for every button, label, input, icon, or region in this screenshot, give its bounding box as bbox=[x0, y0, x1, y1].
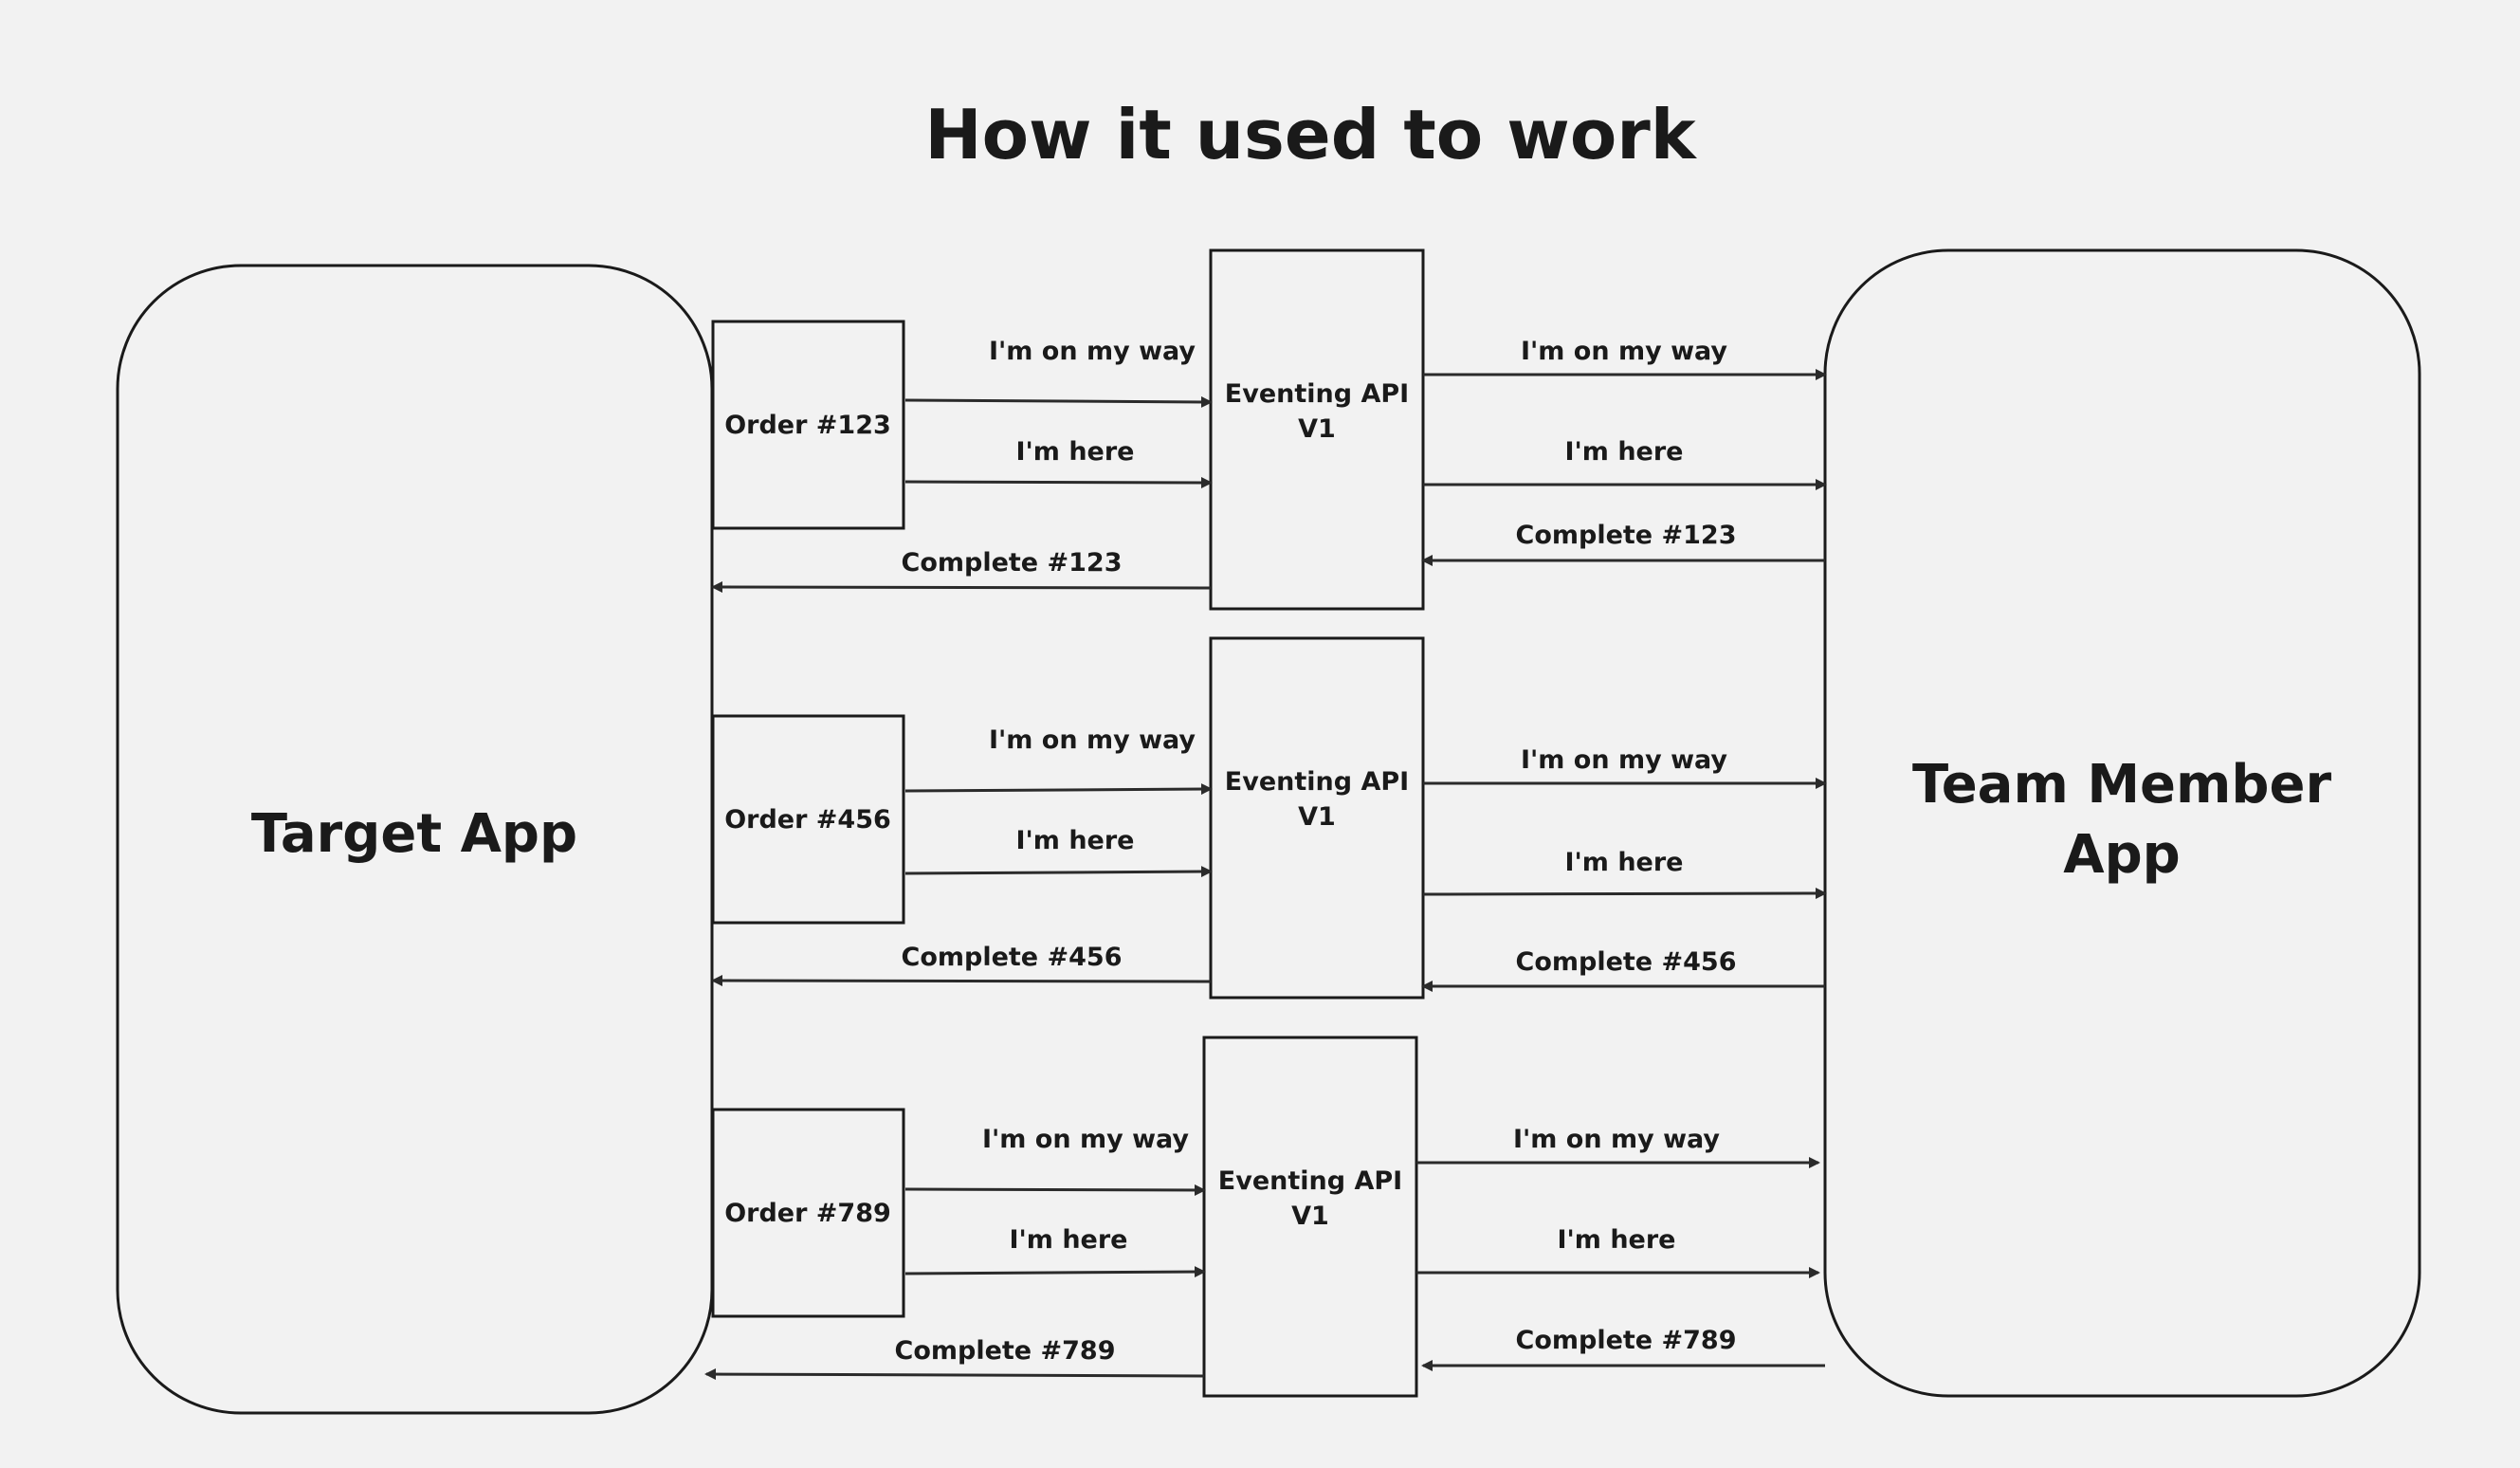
arrow-label-here: I'm here bbox=[1009, 1225, 1127, 1255]
order-label: Order #123 bbox=[724, 411, 891, 440]
arrow-label-complete-right: Complete #456 bbox=[1516, 947, 1737, 977]
group-order-789: Order #789 Eventing API V1 I'm on my way… bbox=[704, 1036, 1825, 1398]
order-box bbox=[711, 320, 905, 530]
arrow-label-complete: Complete #789 bbox=[895, 1336, 1116, 1366]
arrow-complete-to-target bbox=[711, 975, 1212, 987]
arrow-label-here: I'm here bbox=[1015, 826, 1134, 855]
eventing-api-box bbox=[1209, 636, 1425, 1000]
arrow-on-my-way-to-api bbox=[904, 1184, 1206, 1196]
eventing-api-box bbox=[1209, 248, 1425, 611]
eventing-api-label-line2: V1 bbox=[1298, 802, 1336, 832]
arrow-on-my-way-to-api bbox=[904, 783, 1213, 796]
arrow-here-to-team bbox=[1422, 888, 1827, 900]
arrow-label-on-my-way: I'm on my way bbox=[989, 725, 1196, 755]
arrow-label-complete: Complete #123 bbox=[902, 548, 1123, 578]
order-label: Order #456 bbox=[724, 805, 891, 835]
arrow-label-here: I'm here bbox=[1015, 437, 1134, 467]
arrow-label-complete: Complete #456 bbox=[902, 943, 1123, 972]
arrow-on-my-way-to-api bbox=[904, 395, 1213, 408]
arrow-complete-to-target bbox=[704, 1368, 1205, 1381]
arrow-label-on-my-way-right: I'm on my way bbox=[1521, 745, 1727, 775]
group-order-456: Order #456 Eventing API V1 I'm on my way… bbox=[711, 636, 1827, 1000]
eventing-api-label-line1: Eventing API bbox=[1225, 767, 1409, 797]
order-label: Order #789 bbox=[724, 1199, 891, 1228]
arrow-here-to-api bbox=[904, 476, 1213, 488]
arrow-label-here-right: I'm here bbox=[1564, 848, 1683, 877]
arrow-complete-to-target bbox=[711, 581, 1212, 594]
team-member-app-label-line2: App bbox=[2063, 824, 2181, 886]
group-order-123: Order #123 Eventing API V1 I'm on my way… bbox=[711, 248, 1827, 611]
eventing-api-label-line1: Eventing API bbox=[1225, 379, 1409, 409]
team-member-app-container bbox=[1823, 248, 2421, 1398]
arrow-label-on-my-way: I'm on my way bbox=[982, 1125, 1189, 1154]
order-box bbox=[711, 1108, 905, 1318]
order-box bbox=[711, 714, 905, 925]
arrow-label-here-right: I'm here bbox=[1557, 1225, 1675, 1255]
arrow-here-to-api bbox=[904, 866, 1213, 878]
eventing-api-box bbox=[1202, 1036, 1418, 1398]
arrow-label-on-my-way-right: I'm on my way bbox=[1513, 1125, 1720, 1154]
eventing-api-label-line1: Eventing API bbox=[1218, 1166, 1402, 1196]
arrow-label-complete-right: Complete #789 bbox=[1516, 1326, 1737, 1355]
arrow-label-complete-right: Complete #123 bbox=[1516, 521, 1737, 550]
team-member-app-label-line1: Team Member bbox=[1912, 754, 2332, 816]
arrow-label-on-my-way-right: I'm on my way bbox=[1521, 337, 1727, 366]
arrow-here-to-api bbox=[904, 1266, 1206, 1278]
page-title: How it used to work bbox=[924, 95, 1697, 174]
eventing-api-label-line2: V1 bbox=[1298, 414, 1336, 444]
target-app-label: Target App bbox=[251, 803, 577, 865]
eventing-api-label-line2: V1 bbox=[1291, 1202, 1329, 1231]
arrow-label-on-my-way: I'm on my way bbox=[989, 337, 1196, 366]
arrow-label-here-right: I'm here bbox=[1564, 437, 1683, 467]
